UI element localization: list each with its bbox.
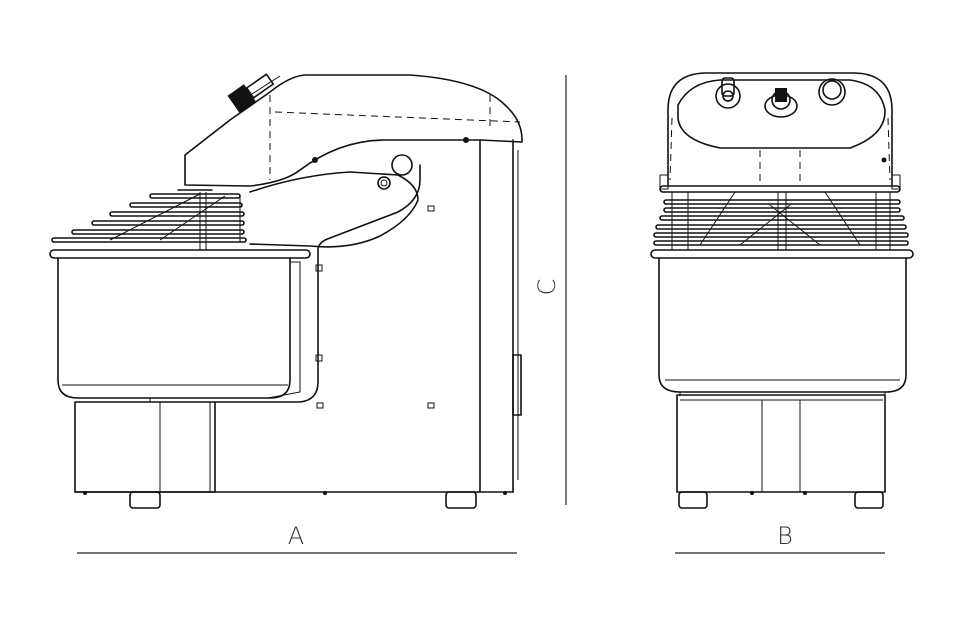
- front-view: [650, 72, 914, 509]
- front-base: [676, 394, 886, 509]
- side-bowl: [49, 249, 323, 402]
- front-grid: [653, 174, 909, 250]
- side-grid: [51, 189, 247, 243]
- side-arm: [199, 154, 419, 250]
- dimension-label-c: C: [533, 279, 561, 296]
- dimension-label-a: A: [288, 522, 304, 550]
- side-head: [184, 74, 523, 187]
- side-knob: [227, 73, 281, 114]
- side-body: [214, 139, 522, 493]
- front-bowl: [650, 249, 914, 396]
- side-feet: [83, 491, 507, 509]
- front-controls: [715, 77, 846, 118]
- side-base: [74, 401, 514, 493]
- front-head: [667, 72, 893, 187]
- dimension-annotations: A B C: [77, 75, 885, 554]
- side-view: [49, 73, 523, 509]
- dimension-label-b: B: [777, 522, 793, 550]
